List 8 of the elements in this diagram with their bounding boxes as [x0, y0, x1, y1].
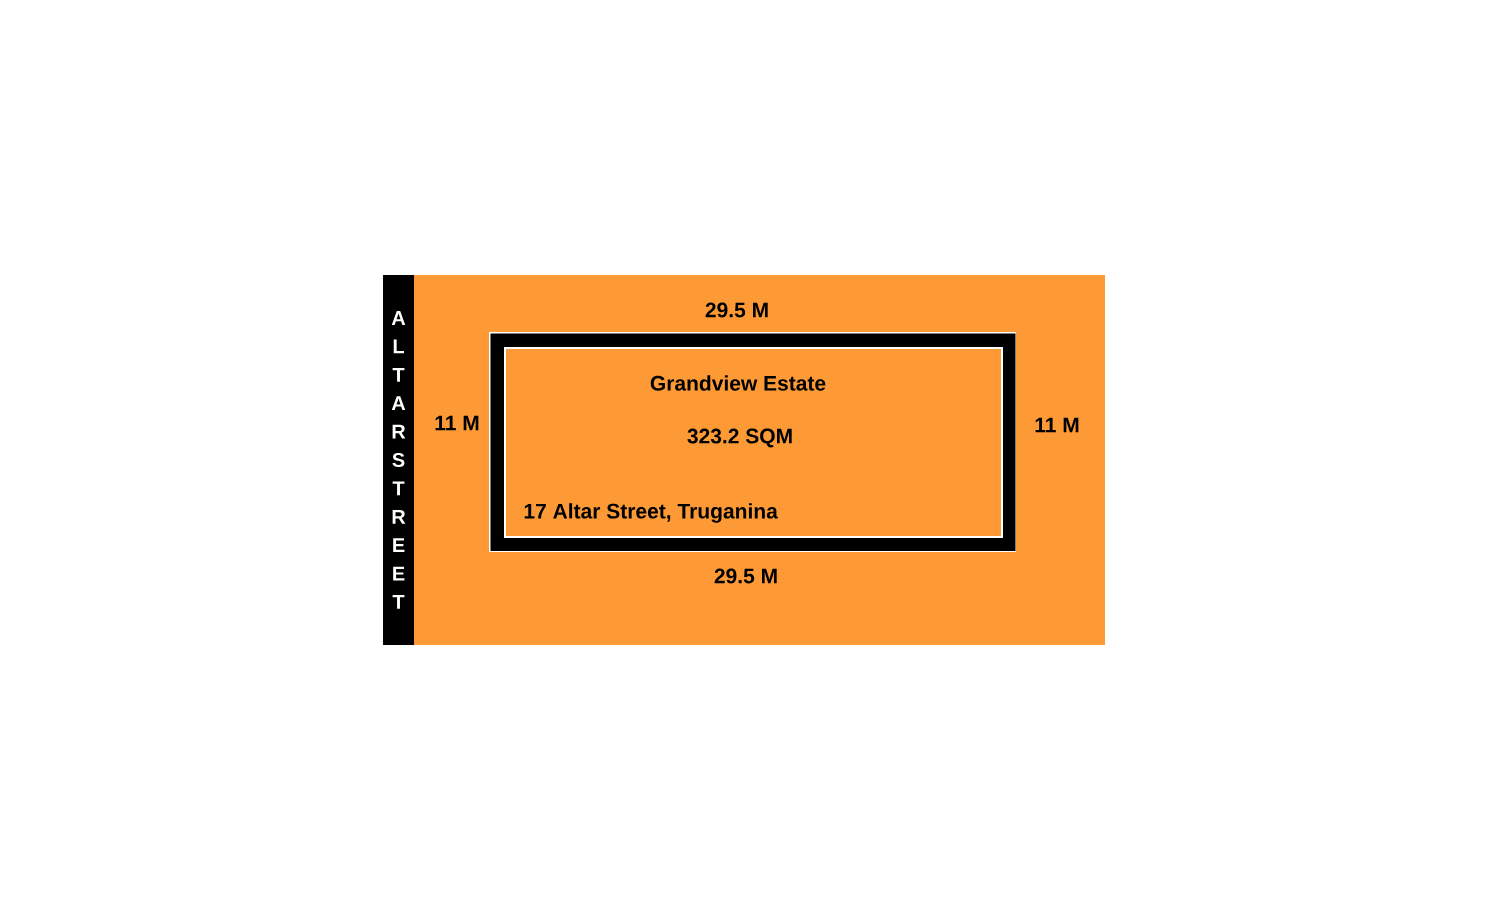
dimension-label: 11 M	[1035, 417, 1079, 433]
lot-label: 17 Altar Street, Truganina	[524, 503, 778, 523]
lot-label: Grandview Estate	[650, 375, 826, 391]
street-band: ALTAR STREET	[383, 275, 414, 645]
lot-label: 323.2 SQM	[687, 428, 792, 448]
dimension-label: 29.5 M	[705, 302, 768, 318]
dimension-label: 11 M	[435, 415, 479, 431]
dimension-label: 29.5 M	[714, 568, 777, 584]
